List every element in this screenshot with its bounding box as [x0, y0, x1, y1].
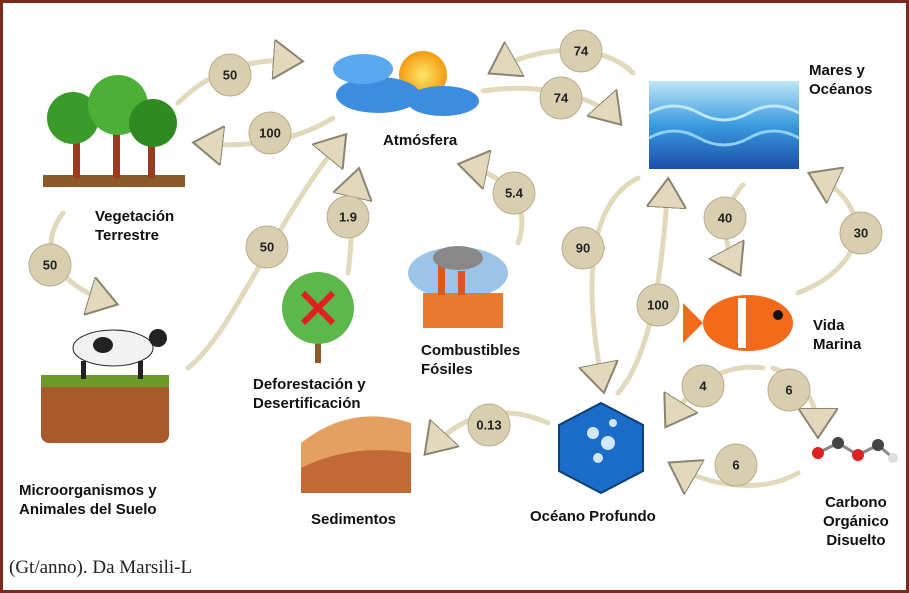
flow-value: 90 — [576, 241, 590, 256]
label-line: Disuelto — [826, 532, 886, 549]
soil-cow-icon — [41, 329, 169, 443]
label-line: Vegetación — [95, 208, 175, 225]
factory-icon — [408, 246, 508, 328]
clownfish-icon — [683, 295, 793, 351]
label-line: Vida — [813, 317, 845, 334]
flow-value: 50 — [223, 68, 237, 83]
flow-value: 40 — [718, 211, 732, 226]
flow-value: 4 — [699, 379, 707, 394]
flow-badge-circle — [703, 196, 747, 240]
label-atmosfera: Atmósfera — [383, 132, 458, 149]
flow-badge: 74 — [559, 29, 603, 73]
flow-badge: 100 — [248, 111, 292, 155]
label-line: Microorganismos y — [19, 482, 157, 499]
label-line: Deforestación y — [253, 376, 366, 393]
flow-value: 50 — [43, 258, 57, 273]
flow-badge: 5.4 — [492, 171, 536, 215]
flow-value: 1.9 — [339, 210, 357, 225]
flow-badge-circle — [208, 53, 252, 97]
flow-badge-circle — [839, 211, 883, 255]
flow-badge: 50 — [208, 53, 252, 97]
flow-badge: 6 — [714, 443, 758, 487]
label-oceano-profundo: Océano Profundo — [530, 508, 656, 525]
flow-badge-circle — [245, 225, 289, 269]
deep-ocean-hexagon-icon — [558, 401, 644, 495]
flow-value: 50 — [260, 240, 274, 255]
label-line: Carbono — [825, 494, 887, 511]
diagram-canvas: 50 100 74 74 50 50 1.9 5.4 90 100 40 30 4 6 0.13 6 — [28, 29, 898, 593]
flow-badge: 4 — [681, 364, 725, 408]
flow-value: 6 — [785, 383, 792, 398]
flow-badge-circle — [561, 226, 605, 270]
arrow-sea-to-deep — [592, 175, 641, 388]
flow-badge: 100 — [636, 283, 680, 327]
flow-badge-circle — [767, 368, 811, 412]
flow-value: 74 — [554, 91, 569, 106]
flow-badge: 50 — [28, 243, 72, 287]
flow-badge-circle — [681, 364, 725, 408]
label-deforestacion: Deforestación y Desertificación — [253, 375, 366, 413]
flow-value: 100 — [647, 298, 669, 313]
flow-badge-circle — [492, 171, 536, 215]
label-microorganismos: Microorganismos y Animales del Suelo — [19, 481, 157, 519]
flow-value: 0.13 — [476, 418, 501, 433]
label-line: Terrestre — [95, 227, 159, 244]
flow-badge-circle — [28, 243, 72, 287]
flow-badges: 50 100 74 74 50 50 1.9 5.4 90 100 40 30 4 6 0.13 6 — [28, 29, 883, 487]
arrow-soil-to-atm — [185, 138, 343, 371]
sediment-layers-icon — [301, 416, 411, 493]
flow-value: 30 — [854, 226, 868, 241]
label-line: Animales del Suelo — [19, 501, 157, 518]
flow-badge-circle — [248, 111, 292, 155]
deforestation-tree-icon — [282, 272, 354, 363]
flow-badge: 50 — [245, 225, 289, 269]
flow-badge-circle — [467, 403, 511, 447]
flow-badge: 90 — [561, 226, 605, 270]
flow-badge-circle — [559, 29, 603, 73]
flow-badge: 0.13 — [467, 403, 511, 447]
label-line: Orgánico — [823, 513, 889, 530]
flow-value: 6 — [732, 458, 739, 473]
label-line: Mares y — [809, 62, 865, 79]
flow-badge-circle — [539, 76, 583, 120]
label-line: Desertificación — [253, 395, 361, 412]
flow-badge: 1.9 — [326, 195, 370, 239]
cloud-sun-icon — [333, 51, 479, 116]
label-line: Combustibles — [421, 342, 521, 359]
flow-badge: 74 — [539, 76, 583, 120]
flow-badge-circle — [326, 195, 370, 239]
flow-badge-circle — [714, 443, 758, 487]
flow-badge: 6 — [767, 368, 811, 412]
label-mares-oceanos: Mares y Océanos — [809, 61, 872, 99]
label-line: Océanos — [809, 81, 873, 98]
label-line: Marina — [813, 336, 862, 353]
units-source-caption: (Gt/anno). Da Marsili-L — [9, 557, 193, 578]
flow-badge: 40 — [703, 196, 747, 240]
molecule-icon — [812, 437, 898, 463]
flow-value: 74 — [574, 44, 589, 59]
flow-badge: 30 — [839, 211, 883, 255]
flow-value: 5.4 — [505, 186, 524, 201]
flow-badge-circle — [636, 283, 680, 327]
label-line: Fósiles — [421, 361, 473, 378]
ocean-waves-icon — [648, 81, 800, 169]
trees-icon — [43, 75, 185, 187]
flow-value: 100 — [259, 126, 281, 141]
label-sedimentos: Sedimentos — [311, 511, 397, 528]
